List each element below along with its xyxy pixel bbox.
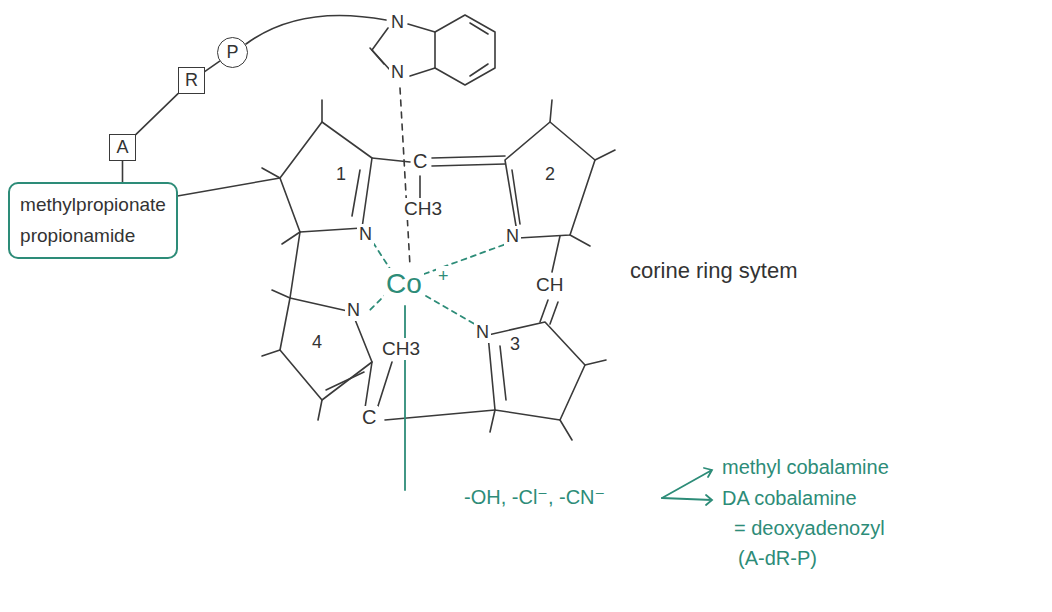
variant-name: methyl cobalamine	[720, 456, 891, 479]
atom-label: N	[357, 224, 374, 245]
variant-note: (A-dR-P)	[736, 547, 819, 570]
atom-label: N	[504, 226, 521, 247]
node-text: methylpropionate propionamide	[20, 190, 166, 251]
group-label: CH3	[402, 198, 444, 220]
atom-label: N	[345, 300, 362, 321]
ring-number: 4	[310, 332, 324, 353]
side-chain-box: methylpropionate propionamide	[8, 182, 178, 259]
ring-number: 3	[508, 334, 522, 355]
node-text: P	[226, 42, 238, 63]
bond-line	[205, 61, 220, 71]
atom-label: N	[474, 322, 491, 343]
ring-number: 2	[543, 164, 557, 185]
atom-label: N	[389, 12, 406, 33]
ligand-list: -OH, -Cl⁻, -CN⁻	[462, 486, 607, 509]
charge-label: +	[436, 266, 451, 287]
variant-note: = deoxyadenozyl	[732, 517, 887, 540]
node-text: R	[185, 70, 198, 91]
ribose-box: R	[178, 67, 205, 94]
atom-label: N	[389, 62, 406, 83]
bond-line	[122, 161, 124, 182]
cobalt-label: Co	[384, 268, 424, 300]
structure-name: corine ring sytem	[628, 258, 800, 283]
ring-number: 1	[334, 164, 348, 185]
atom-label: C	[411, 150, 429, 173]
node-text: A	[116, 137, 128, 158]
atom-label: C	[360, 406, 378, 429]
bond-line	[136, 94, 178, 135]
group-label: CH	[534, 274, 565, 296]
variant-name: DA cobalamine	[720, 487, 859, 510]
group-label: CH3	[380, 338, 422, 360]
amine-box: A	[109, 134, 136, 161]
phosphate-circle: P	[217, 37, 248, 68]
